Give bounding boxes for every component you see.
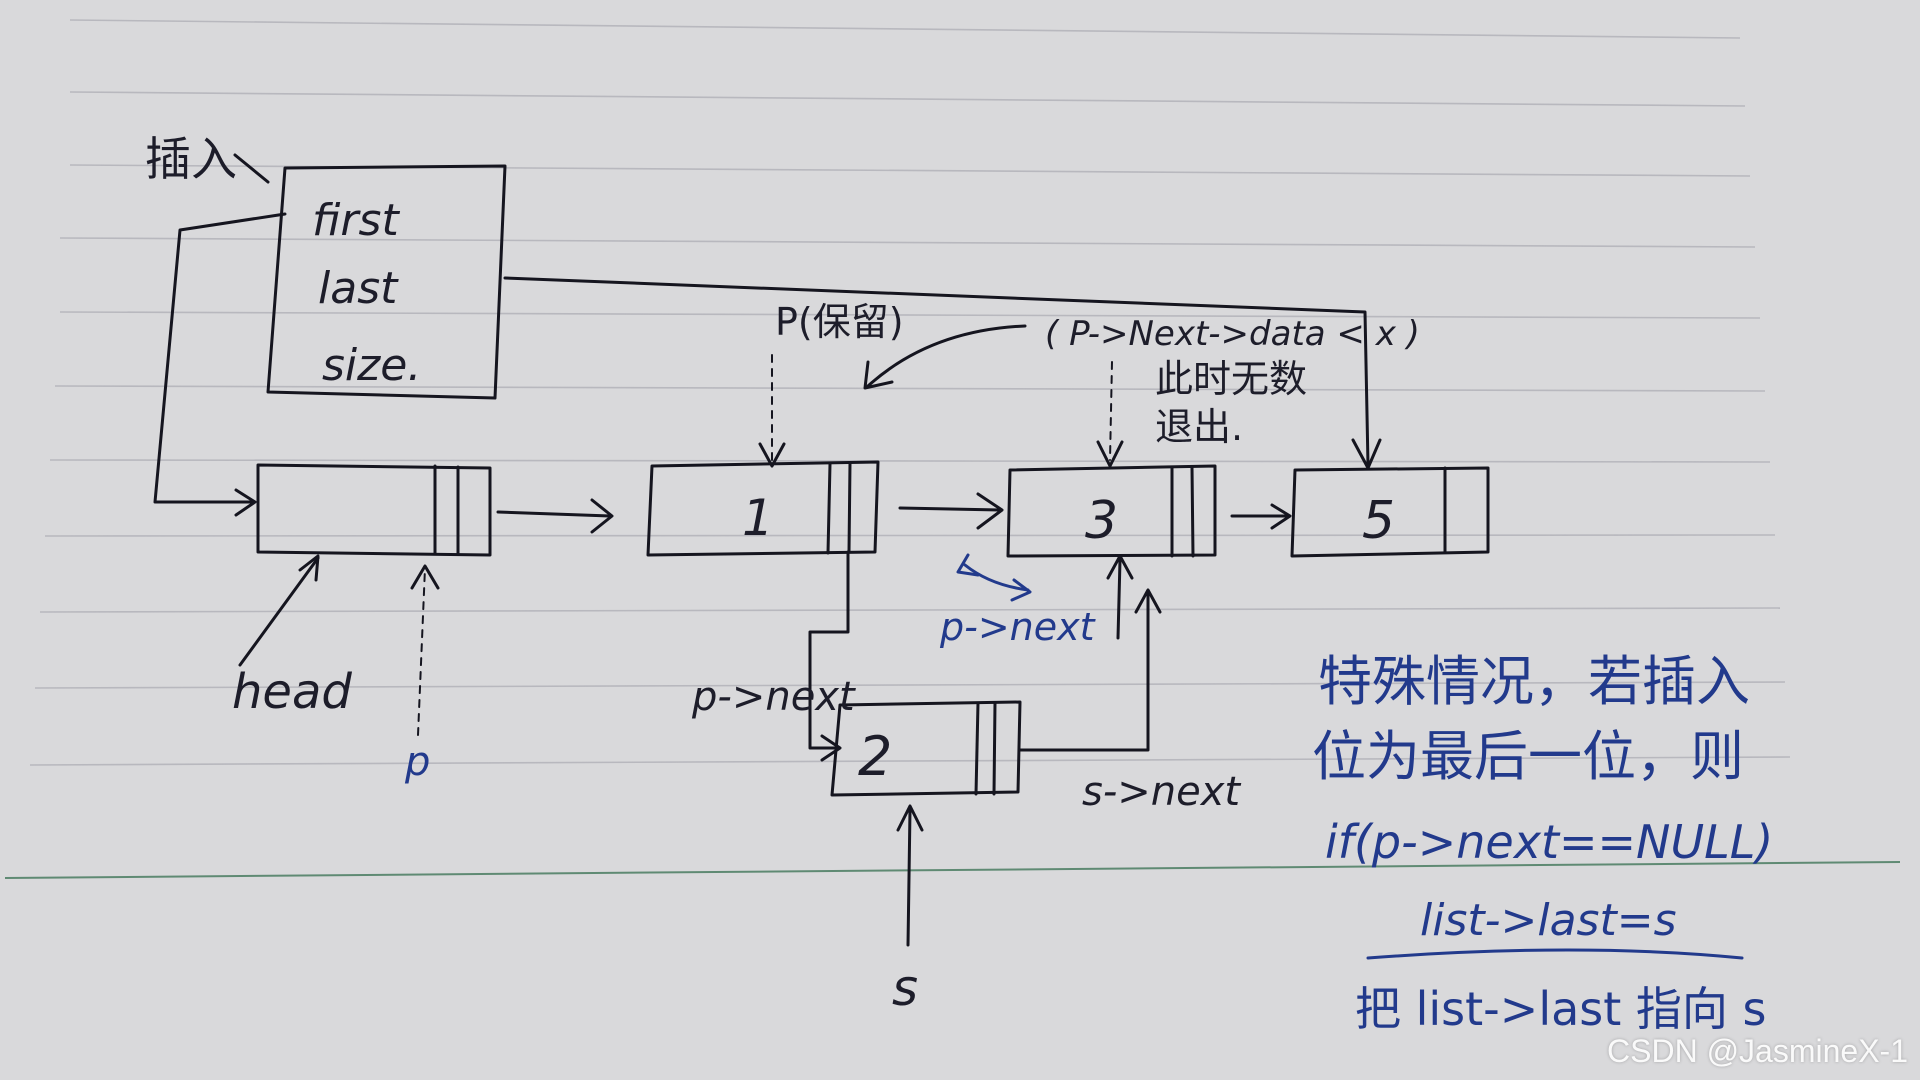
node-5-outline	[1290, 466, 1490, 558]
arrow-1-to-3	[898, 506, 1002, 512]
s-next-up-arrow	[1116, 558, 1122, 640]
label-p-next-black: p->next	[691, 674, 856, 720]
node-3: 3	[1006, 464, 1217, 558]
side-note-underline	[1366, 948, 1744, 960]
condition-to-p-arrow	[866, 324, 1027, 388]
blue-double-arrow	[963, 563, 1030, 592]
field-size: size.	[322, 340, 421, 391]
label-p-keep: P(保留)	[775, 300, 904, 344]
heading-pointer-arrow	[233, 153, 270, 184]
label-head: head	[232, 664, 352, 720]
label-p: p	[404, 739, 430, 785]
node-1-outline	[646, 460, 880, 557]
arrow-head-to-1	[496, 510, 612, 518]
head-node-outline	[256, 463, 492, 557]
node-5: 5	[1290, 466, 1490, 558]
node-3-outline	[1006, 464, 1217, 558]
node-1: 1	[646, 460, 880, 557]
node-2-next-field	[974, 701, 980, 796]
link-1-to-2	[808, 550, 850, 750]
side-note-line1: 特殊情况，若插入	[1318, 650, 1750, 713]
side-note-line5: 把 list->last 指向 s	[1355, 982, 1767, 1036]
list-header-box: first last size.	[266, 164, 507, 400]
label-s-next: s->next	[1082, 769, 1241, 815]
node-2-outline	[830, 700, 1022, 797]
p-dashed-pointer	[417, 567, 426, 736]
node-1-value: 1	[742, 489, 774, 547]
list-header-outline	[266, 164, 507, 400]
node-3-value: 3	[1085, 491, 1118, 551]
label-p-next-blue: p->next	[939, 605, 1097, 649]
node-2-value: 2	[858, 725, 892, 788]
stop-note-line1: 此时无数	[1155, 357, 1307, 401]
first-pointer-arrowhead	[234, 488, 257, 517]
link-2-to-3	[1018, 590, 1150, 752]
label-s: s	[892, 959, 918, 1017]
node-5-value: 5	[1362, 491, 1395, 551]
node-2: 2	[830, 700, 1022, 797]
head-node	[256, 463, 492, 557]
field-first: first	[312, 195, 400, 246]
s-pointer-arrow	[906, 808, 912, 947]
side-note-line4: list->last=s	[1420, 895, 1677, 946]
last-pointer-line	[503, 276, 1370, 467]
heading-insert: 插入	[145, 132, 237, 186]
side-note-line2: 位为最后一位，则	[1312, 725, 1744, 788]
side-note-line3: if(p->next==NULL)	[1325, 815, 1773, 869]
field-last: last	[318, 263, 399, 314]
stop-note-line2: 退出.	[1155, 405, 1243, 449]
side-note: 特殊情况，若插入 位为最后一位，则 if(p->next==NULL) list…	[1312, 650, 1773, 1036]
first-pointer-line	[153, 212, 287, 504]
condition-text: ( P->Next->data < x )	[1045, 314, 1420, 354]
condition-dashed-pointer	[1109, 361, 1113, 461]
head-arrow	[238, 556, 320, 667]
node-1-next-field	[826, 462, 832, 555]
csdn-watermark: CSDN @JasmineX-1	[1607, 1033, 1908, 1069]
